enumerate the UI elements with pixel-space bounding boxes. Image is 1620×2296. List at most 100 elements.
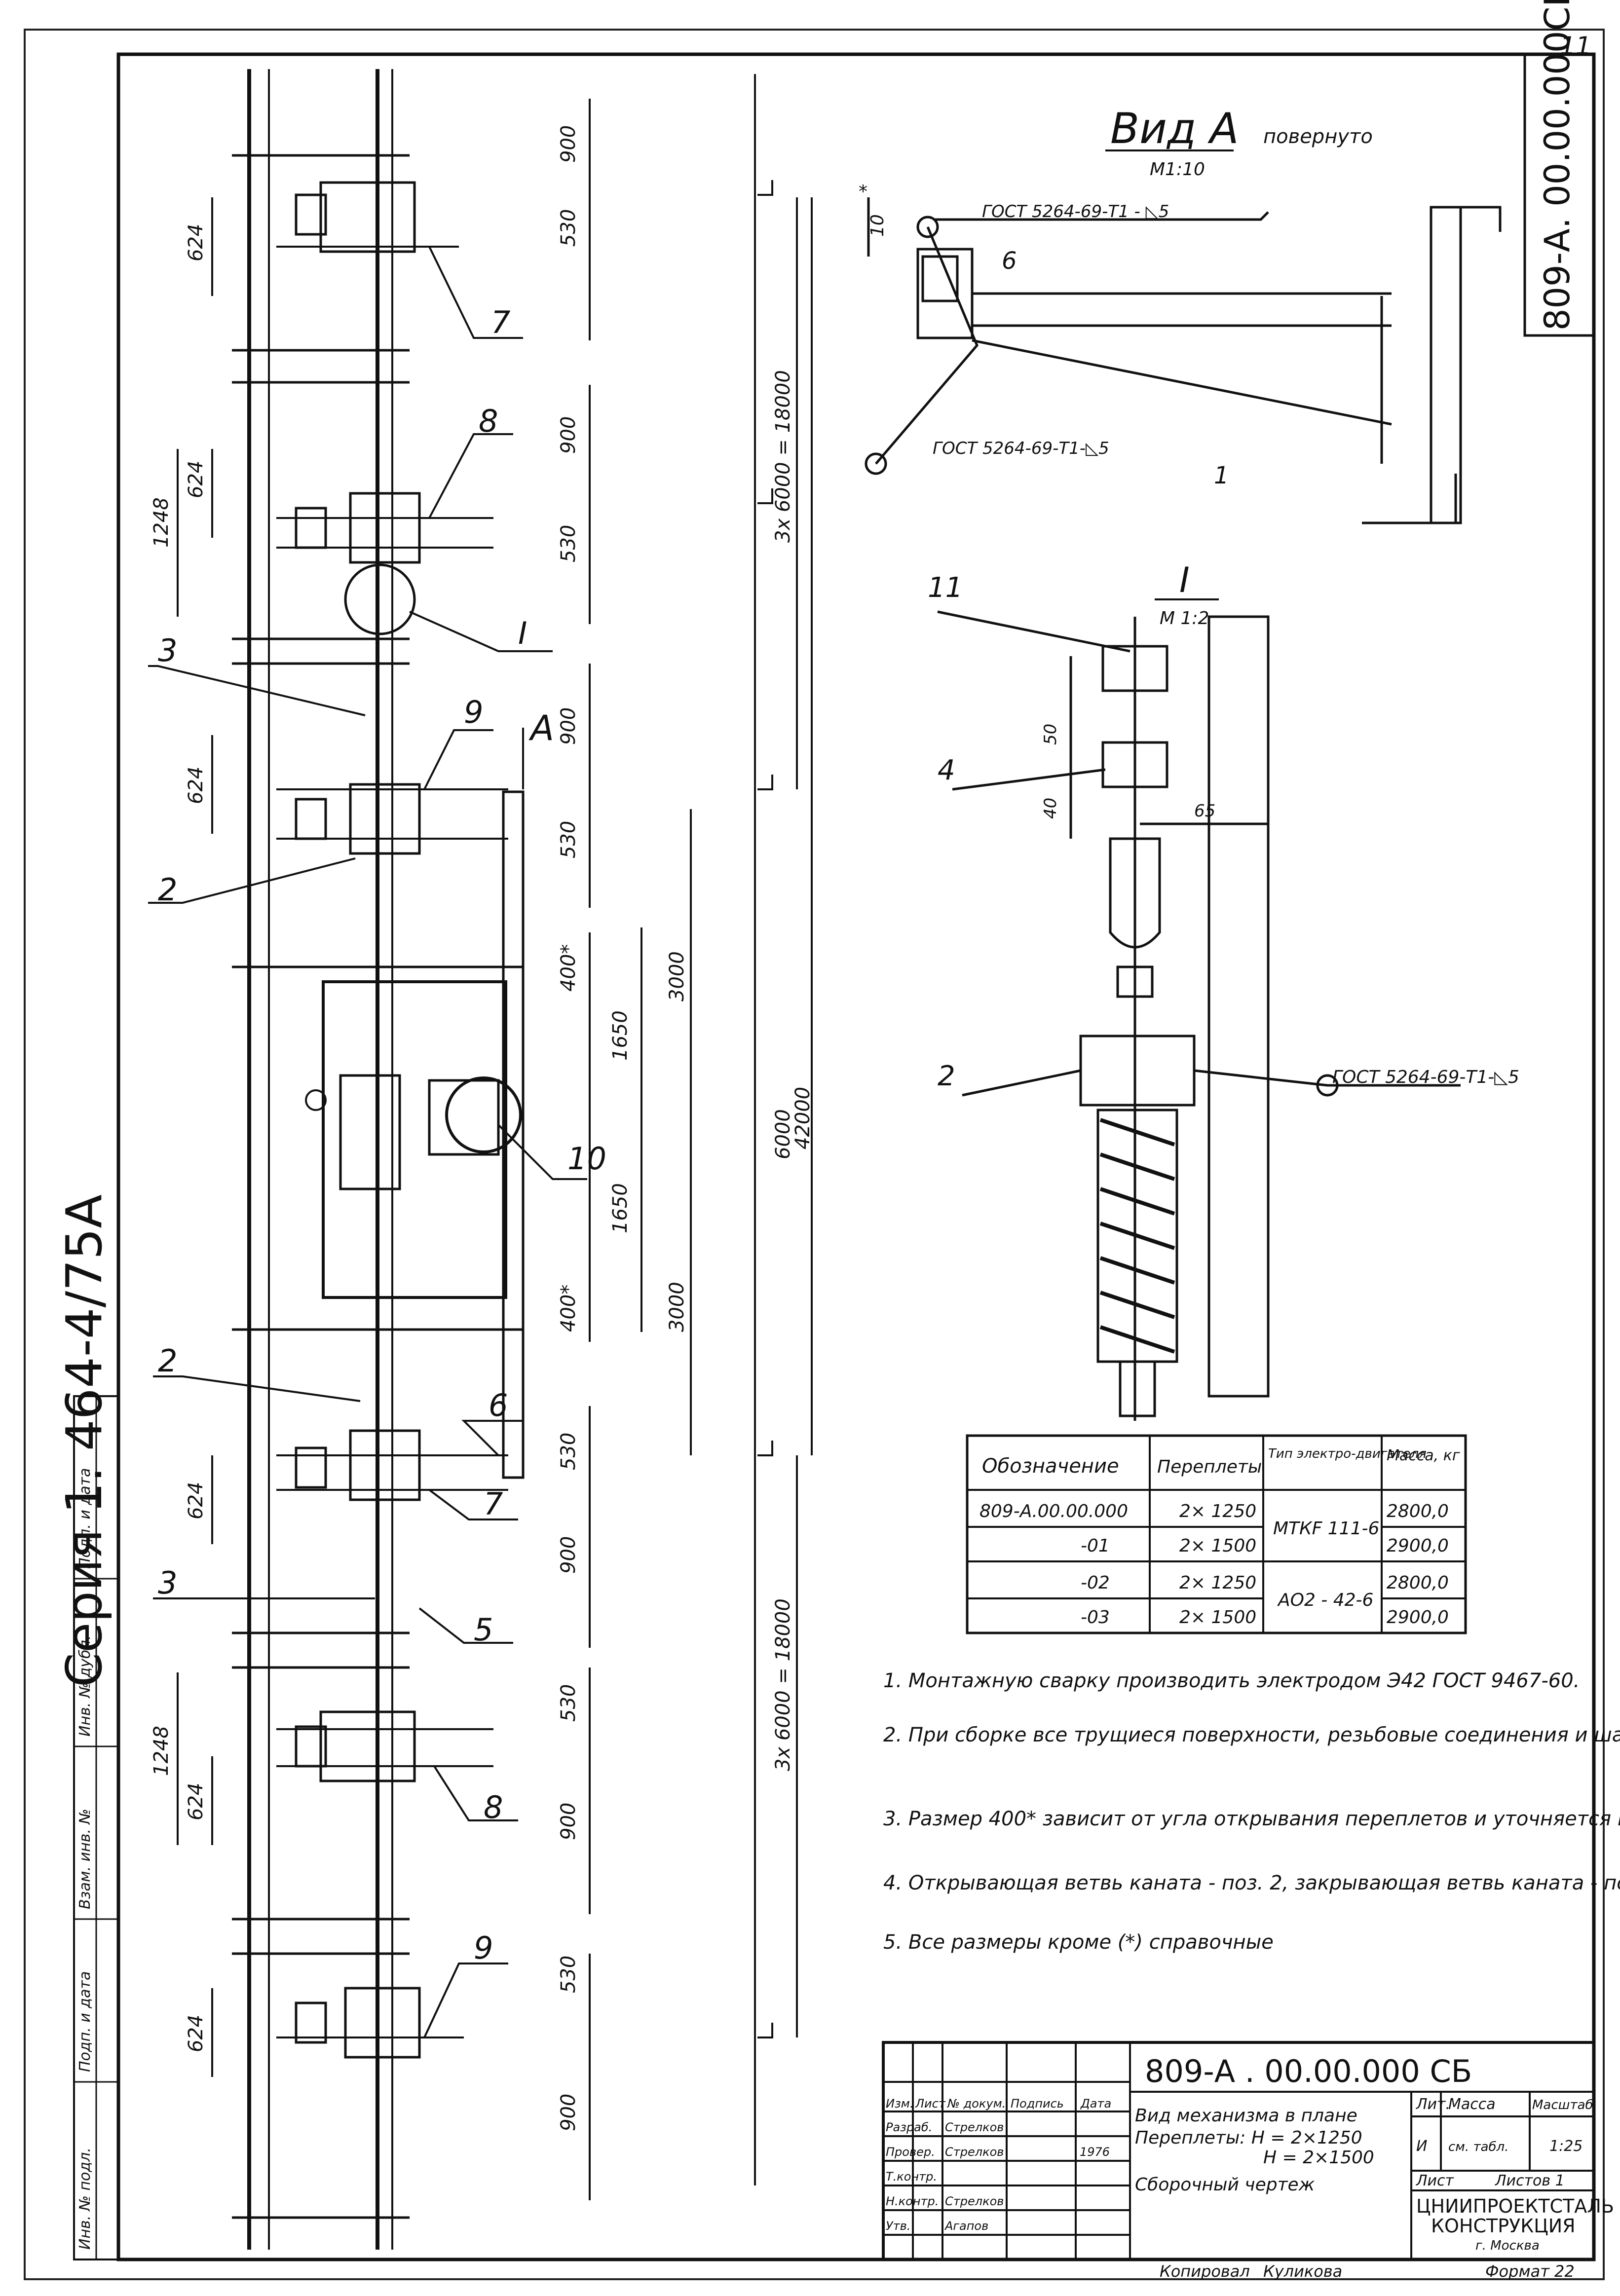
detail-i-pos-11: 11 (928, 572, 963, 604)
role-5: Утв. (886, 2219, 910, 2233)
table-cell-1-3: 2900,0 (1387, 1536, 1449, 1556)
dim-900-1: 900 (557, 125, 580, 163)
pos-5: 5 (474, 1612, 493, 1648)
col-head-izm: Изм. (886, 2097, 913, 2111)
table-cell-2-1: 2× 1250 (1179, 1573, 1256, 1593)
org-line-1: ЦНИИПРОЕКТСТАЛЬ - (1416, 2195, 1620, 2217)
table-cell-0-1: 2× 1250 (1179, 1501, 1256, 1521)
dim-900-2: 900 (557, 416, 580, 454)
table-cell-2-2: АО2 - 42-6 (1277, 1590, 1373, 1610)
pos-6-plan: 6 (489, 1387, 508, 1423)
table-header-motor: Тип электро-двигателя (1268, 1446, 1427, 1461)
plan-left-dimension-lines (177, 197, 213, 2077)
dim-624-2: 624 (185, 461, 207, 498)
table-cell-1-1: 2× 1500 (1179, 1536, 1256, 1556)
lit-value: И (1416, 2138, 1427, 2155)
detail-i-pos-4: 4 (938, 754, 955, 786)
pos-I-plan: I (518, 615, 527, 651)
table-cell-2-3: 2800,0 (1387, 1573, 1449, 1593)
dim-18000-top: 3х 6000 = 18000 (772, 370, 794, 543)
title-line-2: Переплеты: Н = 2×1250 (1135, 2128, 1362, 2148)
detail-i: I М 1:2 11 4 2 50 40 65 ГОСТ 5264-69-Т1-… (928, 560, 1519, 1421)
view-a-scale: М1:10 (1150, 159, 1205, 180)
dim-624-3: 624 (185, 767, 207, 804)
detail-i-scale: М 1:2 (1160, 608, 1209, 629)
detail-i-weld: ГОСТ 5264-69-Т1-◺5 (1332, 1067, 1519, 1087)
dim-530-5: 530 (557, 1684, 580, 1722)
col-head-date: Дата (1080, 2097, 1111, 2111)
title-line-1: Вид механизма в плане (1135, 2106, 1357, 2126)
dim-530-4: 530 (557, 1433, 580, 1470)
org-line-2: КОНСТРУКЦИЯ (1431, 2215, 1576, 2237)
dim-900-6: 900 (557, 2094, 580, 2131)
note-1: 1. Монтажную сварку производить электрод… (883, 1669, 1580, 1692)
detail-i-title: I (1179, 560, 1190, 600)
dim-1248-1: 1248 (150, 497, 173, 548)
plan-dimension-lines (589, 74, 813, 2200)
dim-900-3: 900 (557, 707, 580, 745)
dim-18000-bottom: 3х 6000 = 18000 (772, 1598, 794, 1771)
note-2: 2. При сборке все трущиеся поверхности, … (883, 1724, 1620, 1746)
lit-head: Лит. (1416, 2096, 1450, 2113)
view-a-star: * (859, 182, 867, 202)
role-3: Т.контр. (886, 2170, 937, 2184)
scale-head: Масштаб (1532, 2098, 1593, 2112)
view-a-pos-6: 6 (1002, 247, 1017, 275)
detail-i-pos-2: 2 (938, 1060, 955, 1092)
scale-value: 1:25 (1549, 2138, 1582, 2155)
pos-2-top: 2 (158, 872, 177, 908)
variants-table: Обозначение Переплеты Тип электро-двигат… (966, 1434, 1467, 1634)
note-4: 4. Открывающая ветвь каната - поз. 2, за… (883, 1872, 1620, 1894)
dim-3000-top: 3000 (666, 951, 688, 1001)
pos-7-top: 7 (491, 304, 510, 340)
designation-vertical: 809-А. 00.00.000СБ (1537, 0, 1578, 331)
role-4: Н.контр. (886, 2194, 939, 2208)
format-label: Формат 22 (1485, 2262, 1575, 2281)
outer-frame (24, 29, 1605, 2280)
view-a-arrow-label: А (528, 708, 554, 748)
copied-label: Копировал (1160, 2262, 1250, 2281)
dim-1650-2: 1650 (609, 1183, 632, 1233)
table-cell-1-0: -01 (1081, 1536, 1110, 1556)
detail-i-dim-50: 50 (1041, 724, 1060, 745)
strip-label-4: Инв. № дубл. (76, 1635, 94, 1737)
strip-label-1: Инв. № подл. (76, 2148, 94, 2250)
view-a-note: повернуто (1263, 125, 1373, 148)
designation-box (1523, 53, 1595, 337)
plan-dimension-texts: 900 530 900 530 900 530 400* 1650 1650 4… (557, 125, 814, 2131)
col-head-list: Лист (915, 2097, 946, 2111)
pos-3-top: 3 (158, 632, 177, 668)
pos-9-bottom: 9 (474, 1930, 493, 1966)
sheets-label: Листов 1 (1495, 2172, 1565, 2189)
name-1: Стрелков (945, 2120, 1004, 2134)
detail-i-dim-65: 65 (1194, 801, 1215, 821)
view-a: Вид А повернуто М1:10 ГОСТ 5264-69-Т1 - … (859, 104, 1502, 524)
table-header-frames: Переплеты (1157, 1457, 1262, 1477)
dim-530-1: 530 (557, 209, 580, 247)
dim-624-6: 624 (185, 2015, 207, 2052)
dim-42000: 42000 (791, 1087, 814, 1149)
pos-10: 10 (567, 1141, 606, 1177)
table-header-mass: Масса, кг (1387, 1447, 1460, 1464)
mass-head: Масса (1448, 2096, 1496, 2113)
plan-left-dimension-texts: 624 624 624 624 624 624 1248 1248 (150, 224, 207, 2052)
dim-1248-2: 1248 (150, 1726, 173, 1776)
view-a-weld-top: ГОСТ 5264-69-Т1 - ◺5 (982, 202, 1169, 222)
role-2: Провер. (886, 2145, 935, 2159)
series-label: Серия 1. 464-4/75А (55, 1194, 113, 1687)
sheet-label: Лист (1416, 2172, 1455, 2189)
strip-label-5: Подп. и дата (76, 1468, 94, 1569)
pos-7-bottom: 7 (484, 1486, 503, 1522)
strip-label-2: Подп. и дата (76, 1971, 94, 2072)
table-cell-3-3: 2900,0 (1387, 1607, 1449, 1628)
view-a-dim-10: 10 (867, 214, 888, 237)
note-3: 3. Размер 400* зависит от угла открывани… (883, 1808, 1620, 1830)
table-cell-3-0: -03 (1081, 1607, 1110, 1628)
name-5: Агапов (944, 2219, 988, 2233)
table-cell-2-0: -02 (1081, 1573, 1110, 1593)
dim-400-2: 400* (557, 1285, 580, 1332)
dim-530-3: 530 (557, 821, 580, 858)
title-block: 809-А . 00.00.000 СБ Вид механизма в пла… (882, 2041, 1620, 2281)
